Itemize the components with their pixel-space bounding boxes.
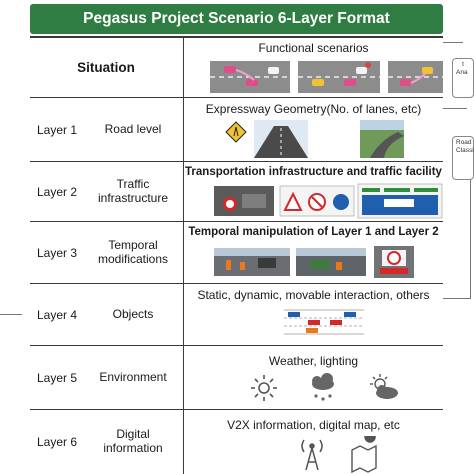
sun-icon (251, 375, 277, 401)
situation-label: Situation (77, 59, 135, 75)
traffic-facility-images (214, 183, 443, 219)
column-separator (183, 162, 185, 221)
layer-name: Traffic infrastructure (97, 176, 169, 205)
column-separator (183, 284, 185, 345)
side-note-text: Ana (456, 68, 468, 76)
functional-scenario-images (210, 61, 443, 93)
layer-name: Environment (99, 369, 167, 384)
layer-description-cell: Transportation infrastructure and traffi… (184, 162, 443, 221)
side-note-sup: t (462, 61, 464, 68)
layer-row-1: Layer 1 Road level Expressway Geometry(N… (30, 98, 443, 162)
column-separator (183, 222, 185, 283)
situation-description: Functional scenarios (258, 41, 369, 55)
map-pin-icon (351, 436, 377, 474)
layer-number: Layer 3 (36, 245, 78, 260)
layer-row-3: Layer 3 Temporal modifications Temporal … (30, 222, 443, 284)
layer-name: Objects (112, 306, 154, 321)
digital-information-icons (301, 436, 377, 474)
side-note-road: Road (456, 139, 472, 146)
situation-row: Situation Functional scenarios (30, 37, 443, 98)
side-note-classi: Classi (456, 146, 474, 154)
road-geometry-images (225, 120, 404, 158)
layer-row-2: Layer 2 Traffic infrastructure Transport… (30, 162, 443, 222)
scenario-thumbnail-2 (298, 61, 380, 93)
layer-row-6: Layer 6 Digital information V2X informat… (30, 410, 443, 474)
layer-description: Weather, lighting (268, 354, 359, 368)
column-separator (183, 98, 185, 161)
layer-description-cell: Weather, lighting (184, 346, 443, 409)
traffic-signs-panel (279, 185, 355, 217)
curved-road-image (360, 120, 404, 158)
temporal-modification-images (214, 246, 414, 278)
layer-description: Transportation infrastructure and traffi… (185, 166, 442, 178)
scenario-thumbnail-3 (388, 61, 443, 93)
situation-description-cell: Functional scenarios (184, 37, 443, 97)
guide-sign-panel (357, 183, 443, 219)
layer-description-cell: Static, dynamic, movable interaction, ot… (184, 284, 443, 345)
column-separator (183, 37, 185, 97)
rain-cloud-icon (312, 373, 334, 401)
straight-road-image (254, 120, 308, 158)
layer-description-cell: V2X information, digital map, etc (184, 410, 443, 474)
weather-icons (251, 373, 398, 401)
layer-number: Layer 6 (36, 435, 78, 449)
layer-row-4: Layer 4 Objects Static, dynamic, movable… (30, 284, 443, 346)
layer-description: Expressway Geometry(No. of lanes, etc) (205, 102, 422, 116)
work-zone-sign-photo (374, 246, 414, 278)
layer-number: Layer 2 (36, 184, 78, 199)
layer-format-table: Pegasus Project Scenario 6-Layer Format … (30, 0, 443, 474)
column-separator (183, 410, 185, 474)
layer-description: Temporal manipulation of Layer 1 and Lay… (188, 226, 439, 238)
objects-interaction-diagram (284, 309, 364, 335)
layer-description: Static, dynamic, movable interaction, ot… (197, 288, 430, 302)
layer-number: Layer 1 (36, 122, 78, 137)
scenario-thumbnail-1 (210, 61, 290, 93)
partly-cloudy-icon (370, 374, 398, 399)
layer-row-5: Layer 5 Environment Weather, lighting (30, 346, 443, 410)
layer-name: Digital information (103, 427, 163, 455)
column-separator (183, 346, 185, 409)
table-title: Pegasus Project Scenario 6-Layer Format (30, 4, 443, 34)
road-marking-photo (214, 186, 274, 216)
construction-zone-photo-1 (214, 248, 290, 276)
layer-description-cell: Expressway Geometry(No. of lanes, etc) (184, 98, 443, 161)
construction-zone-photo-2 (296, 248, 366, 276)
layer-name: Road level (104, 121, 162, 136)
header-top-border (30, 36, 443, 38)
layer-number: Layer 4 (36, 307, 78, 322)
layer-description-cell: Temporal manipulation of Layer 1 and Lay… (184, 222, 443, 283)
antenna-tower-icon (301, 439, 323, 471)
layer-number: Layer 5 (36, 370, 78, 385)
layer-name: Temporal modifications (97, 237, 169, 266)
layer-description: V2X information, digital map, etc (227, 418, 400, 432)
warning-sign-icon (225, 121, 247, 143)
